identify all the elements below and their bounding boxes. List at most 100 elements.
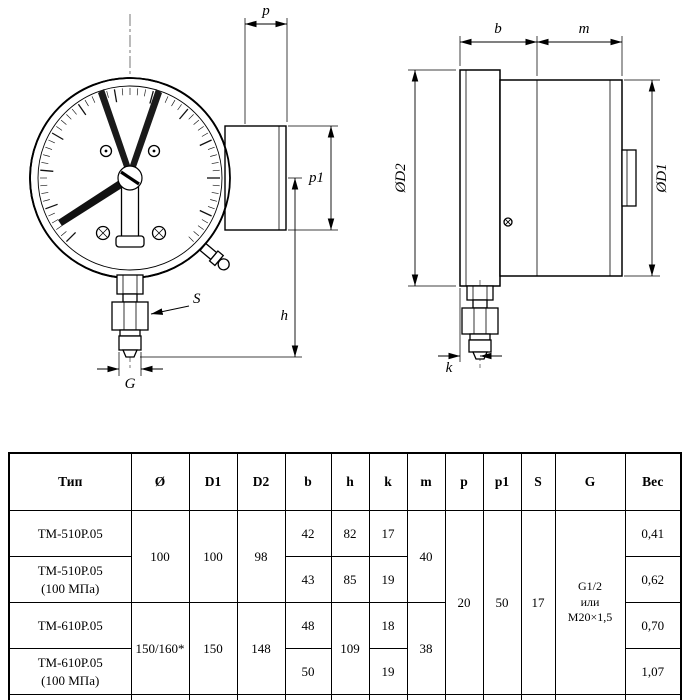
case-screw	[503, 217, 513, 227]
cell-h: 82	[330, 510, 370, 557]
empty-cell	[236, 694, 286, 700]
zero-adjust-screw	[199, 242, 230, 271]
col-header-p: p	[444, 452, 484, 511]
col-header-h: h	[330, 452, 370, 511]
cell-b: 42	[284, 510, 332, 557]
col-header-b: b	[284, 452, 332, 511]
type-line-1: ТМ-610Р.05	[37, 654, 103, 670]
contact-pointer-right	[129, 89, 162, 170]
dim-label-k: k	[446, 360, 453, 376]
contact-pivot-left-dot	[104, 149, 108, 153]
cell-d2-510: 98	[236, 510, 286, 603]
col-header-k: k	[368, 452, 408, 511]
cable-entry	[621, 149, 637, 207]
col-header-ves: Вес	[624, 452, 682, 511]
movement-bracket	[115, 179, 145, 248]
dimension-g: G	[97, 352, 163, 392]
cell-s: 17	[520, 510, 556, 695]
dim-label-g: G	[125, 376, 136, 392]
cell-diameter-510: 100	[130, 510, 190, 603]
col-header-m: m	[406, 452, 446, 511]
center-hub	[117, 165, 143, 191]
table-row-tm610-100mpa: ТМ-610Р.05 (100 МПа) 50 19 1,07	[8, 648, 682, 695]
dimension-p1: p1	[288, 125, 338, 231]
dim-label-s: S	[193, 291, 201, 307]
dim-label-h: h	[281, 308, 289, 324]
cell-b: 50	[284, 648, 332, 695]
dimension-d1: ØD1	[624, 79, 670, 277]
contact-housing-box	[224, 125, 287, 231]
table-bottom-strip	[8, 694, 682, 700]
thread-section	[118, 335, 142, 351]
empty-cell	[368, 694, 408, 700]
dimension-b: b	[459, 21, 538, 76]
contact-pivot-right-dot	[152, 149, 156, 153]
dial-tick-marks	[40, 88, 220, 243]
type-line-2: (100 МПа)	[41, 580, 100, 596]
col-header-g: G	[554, 452, 626, 511]
cell-weight: 0,70	[624, 602, 682, 649]
cell-weight: 0,41	[624, 510, 682, 557]
cell-b: 43	[284, 556, 332, 603]
cell-d1-510: 100	[188, 510, 238, 603]
type-line-1: ТМ-510Р.05	[37, 562, 103, 578]
thread-line-2: или	[580, 594, 600, 609]
cell-weight: 0,62	[624, 556, 682, 603]
technical-drawing: p p1 h S G	[29, 3, 670, 392]
dimension-p: p	[244, 3, 288, 124]
bezel	[459, 69, 501, 287]
case-body	[499, 79, 623, 277]
dimension-h: h	[140, 177, 302, 358]
cell-h-610: 109	[330, 602, 370, 695]
empty-cell	[284, 694, 332, 700]
front-view: p p1 h S G	[29, 3, 338, 392]
dim-label-d2: ØD2	[393, 163, 409, 194]
dimension-s: S	[150, 291, 201, 315]
dim-label-m: m	[579, 21, 590, 37]
cell-p: 20	[444, 510, 484, 695]
empty-cell	[330, 694, 370, 700]
spec-table: Тип Ø D1 D2 b h k m p p1 S G Вес ТМ-510Р…	[8, 452, 682, 700]
col-header-s: S	[520, 452, 556, 511]
dimension-d2: ØD2	[393, 69, 456, 287]
side-stem	[461, 280, 499, 368]
cell-type: ТМ-510Р.05 (100 МПа)	[8, 556, 132, 603]
cell-h: 85	[330, 556, 370, 603]
hex-nut	[111, 301, 149, 331]
empty-cell	[406, 694, 446, 700]
cell-diameter-610: 150/160*	[130, 602, 190, 695]
dial-screw-left	[95, 225, 111, 241]
dial-screw-right	[151, 225, 167, 241]
cell-d1-610: 150	[188, 602, 238, 695]
contact-pointer-left	[98, 89, 131, 170]
empty-cell	[554, 694, 626, 700]
thread-line-1: G1/2	[578, 579, 602, 594]
cell-k: 19	[368, 648, 408, 695]
empty-cell	[188, 694, 238, 700]
table-row-tm510-100mpa: ТМ-510Р.05 (100 МПа) 43 85 19 0,62	[8, 556, 682, 603]
cell-p1: 50	[482, 510, 522, 695]
empty-cell	[624, 694, 682, 700]
dim-label-d1: ØD1	[654, 163, 670, 193]
type-line-2: (100 МПа)	[41, 672, 100, 688]
table-row-tm510: ТМ-510Р.05 100 100 98 42 82 17 40 20 50 …	[8, 510, 682, 695]
dim-label-p: p	[261, 3, 270, 19]
cell-k: 18	[368, 602, 408, 649]
dim-label-b: b	[494, 21, 502, 37]
col-header-d1: D1	[188, 452, 238, 511]
cell-thread: G1/2 или M20×1,5	[554, 510, 626, 695]
empty-cell	[444, 694, 484, 700]
gauge-inner-rim	[37, 85, 223, 271]
dimension-m: m	[537, 21, 623, 76]
cell-m-610: 38	[406, 602, 446, 695]
empty-cell	[8, 694, 132, 700]
empty-cell	[482, 694, 522, 700]
empty-cell	[520, 694, 556, 700]
empty-cell	[130, 694, 190, 700]
side-view: k b m ØD2 ØD1	[393, 21, 670, 376]
front-stem	[111, 274, 149, 358]
cell-d2-610: 148	[236, 602, 286, 695]
cell-weight: 1,07	[624, 648, 682, 695]
cell-k: 19	[368, 556, 408, 603]
